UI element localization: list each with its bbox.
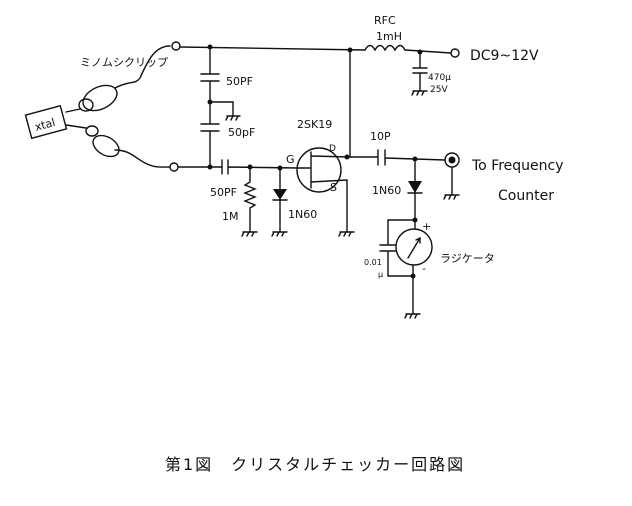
supply-label: DC9~12V [470,48,539,64]
rfc-value: 1mH [376,30,402,43]
d2-label: 1N60 [372,184,401,197]
ecap-voltage: 25V [430,85,448,95]
bypass-unit: μ [378,270,383,279]
supply-terminal [450,48,460,58]
crystal-label: xtal [33,116,56,134]
meter-minus: - [422,262,426,275]
fet-2sk19 [296,147,342,193]
drain-label: D [329,144,336,154]
gate-label: G [286,153,295,166]
r1-label: 1M [222,210,239,223]
clip-label: ミノムシクリップ [80,56,168,69]
c3-label: 50PF [210,186,237,199]
output-label-1: To Frequency [471,158,564,174]
crystal-terminal-top [171,41,181,51]
fet-label: 2SK19 [297,118,332,131]
meter-plus: + [422,220,431,233]
rfc-inductor [364,44,406,52]
c4-label: 10P [370,130,391,143]
output-label-2: Counter [498,188,554,204]
crystal-terminal-bottom [169,162,179,172]
meter [395,228,433,266]
c1-label: 50PF [226,75,253,88]
figure-caption: 第1図 クリスタルチェッカー回路図 [165,455,465,474]
bypass-value: 0.01 [364,258,382,267]
diode-1 [273,189,287,200]
source-label: S [330,181,337,194]
meter-label: ラジケータ [440,252,495,265]
diode-2 [408,181,422,193]
c2-label: 50pF [228,126,255,139]
d1-label: 1N60 [288,208,317,221]
ecap-value: 470μ [428,73,451,83]
crystal-with-clips: xtal [24,45,171,168]
rfc-label: RFC [374,14,396,27]
resistor [243,166,257,233]
